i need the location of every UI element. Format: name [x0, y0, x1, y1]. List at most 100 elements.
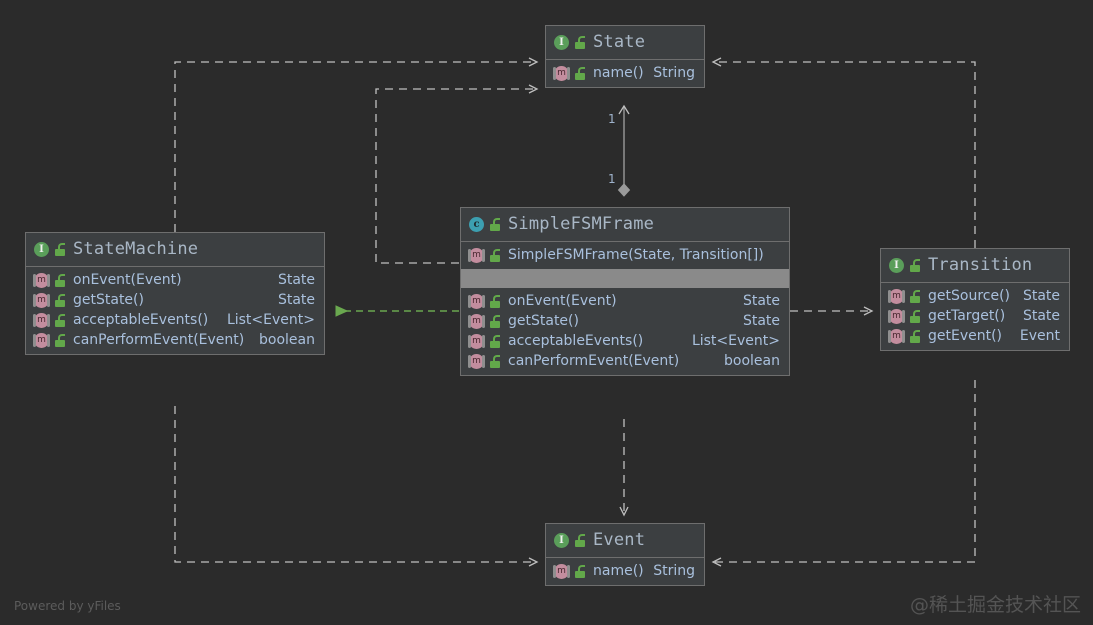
node-header-state: I State: [546, 26, 704, 60]
member-row[interactable]: m acceptableEvents() List<Event>: [461, 331, 789, 351]
unlocked-padlock-icon: [489, 217, 501, 231]
member-name: canPerformEvent(Event): [508, 353, 680, 369]
uml-node-simple-fsm-frame[interactable]: c SimpleFSMFrame m SimpleFSMFrame(State,…: [460, 207, 790, 376]
unlocked-padlock-icon: [909, 289, 921, 303]
member-name: acceptableEvents(): [73, 312, 209, 328]
method-icon: m: [33, 332, 50, 348]
member-type: String: [653, 65, 695, 81]
unlocked-padlock-icon: [489, 314, 501, 328]
member-type: State: [1022, 288, 1060, 304]
node-members-simple-fsm-frame: m onEvent(Event) State m getState() Stat…: [461, 288, 789, 375]
constructor-name: SimpleFSMFrame(State, Transition[]): [508, 247, 764, 263]
method-icon: m: [553, 65, 570, 81]
method-icon: m: [888, 328, 905, 344]
method-icon: m: [468, 313, 485, 329]
member-row[interactable]: m canPerformEvent(Event) boolean: [461, 351, 789, 371]
method-icon: m: [553, 563, 570, 579]
member-type: State: [742, 313, 780, 329]
member-name: acceptableEvents(): [508, 333, 644, 349]
interface-icon: I: [34, 241, 49, 257]
member-name: name(): [593, 563, 644, 579]
member-name: getSource(): [928, 288, 1010, 304]
unlocked-padlock-icon: [54, 273, 66, 287]
unlocked-padlock-icon: [489, 294, 501, 308]
member-type: State: [277, 292, 315, 308]
multiplicity-label-source: 1: [608, 172, 616, 186]
method-icon: m: [33, 292, 50, 308]
node-title-state: State: [593, 32, 646, 52]
watermark: @稀土掘金技术社区: [909, 594, 1081, 616]
member-row[interactable]: m name() String: [546, 561, 704, 581]
member-row[interactable]: m getState() State: [26, 290, 324, 310]
edge-dependency-transition-to-event: [711, 380, 976, 567]
member-row[interactable]: m getTarget() State: [881, 306, 1069, 326]
member-row[interactable]: m onEvent(Event) State: [461, 291, 789, 311]
node-title-transition: Transition: [928, 255, 1033, 275]
node-members-event: m name() String: [546, 558, 704, 585]
method-icon: m: [468, 333, 485, 349]
member-row[interactable]: m canPerformEvent(Event) boolean: [26, 330, 324, 350]
member-name: getState(): [73, 292, 144, 308]
member-row[interactable]: m getEvent() Event: [881, 326, 1069, 346]
unlocked-padlock-icon: [574, 564, 586, 578]
method-icon: m: [33, 272, 50, 288]
unlocked-padlock-icon: [909, 309, 921, 323]
member-name: getTarget(): [928, 308, 1006, 324]
method-icon: m: [468, 247, 485, 263]
node-members-state: m name() String: [546, 60, 704, 87]
unlocked-padlock-icon: [574, 35, 586, 49]
unlocked-padlock-icon: [489, 334, 501, 348]
member-type: String: [653, 563, 695, 579]
method-icon: m: [468, 353, 485, 369]
member-type: boolean: [259, 332, 315, 348]
member-row[interactable]: m onEvent(Event) State: [26, 270, 324, 290]
edge-dependency-statemachine-to-event: [174, 406, 539, 567]
node-header-transition: I Transition: [881, 249, 1069, 283]
member-type: State: [1022, 308, 1060, 324]
member-type: List<Event>: [691, 333, 780, 349]
node-title-event: Event: [593, 530, 646, 550]
method-icon: m: [888, 308, 905, 324]
unlocked-padlock-icon: [54, 293, 66, 307]
unlocked-padlock-icon: [54, 313, 66, 327]
node-title-state-machine: StateMachine: [73, 239, 199, 259]
uml-node-transition[interactable]: I Transition m getSource() State m getTa…: [880, 248, 1070, 351]
unlocked-padlock-icon: [489, 248, 501, 262]
member-name: getEvent(): [928, 328, 1003, 344]
member-name: onEvent(Event): [73, 272, 182, 288]
node-header-event: I Event: [546, 524, 704, 558]
member-name: canPerformEvent(Event): [73, 332, 245, 348]
class-icon: c: [469, 216, 484, 232]
unlocked-padlock-icon: [909, 258, 921, 272]
node-members-transition: m getSource() State m getTarget() State …: [881, 283, 1069, 350]
node-header-simple-fsm-frame: c SimpleFSMFrame: [461, 208, 789, 242]
member-row[interactable]: m getState() State: [461, 311, 789, 331]
node-members-state-machine: m onEvent(Event) State m getState() Stat…: [26, 267, 324, 354]
uml-node-state[interactable]: I State m name() String: [545, 25, 705, 88]
member-row[interactable]: m name() String: [546, 63, 704, 83]
unlocked-padlock-icon: [54, 333, 66, 347]
member-type: Event: [1019, 328, 1060, 344]
constructor-row[interactable]: m SimpleFSMFrame(State, Transition[]): [461, 245, 789, 265]
member-row[interactable]: m getSource() State: [881, 286, 1069, 306]
yfiles-credit: Powered by yFiles: [14, 599, 121, 613]
uml-node-event[interactable]: I Event m name() String: [545, 523, 705, 586]
member-name: name(): [593, 65, 644, 81]
method-icon: m: [468, 293, 485, 309]
method-icon: m: [888, 288, 905, 304]
member-name: onEvent(Event): [508, 293, 617, 309]
unlocked-padlock-icon: [909, 329, 921, 343]
section-separator-bar: [461, 269, 789, 288]
interface-icon: I: [889, 257, 904, 273]
uml-node-state-machine[interactable]: I StateMachine m onEvent(Event) State m …: [25, 232, 325, 355]
multiplicity-label-target: 1: [608, 112, 616, 126]
member-type: State: [742, 293, 780, 309]
method-icon: m: [33, 312, 50, 328]
member-row[interactable]: m acceptableEvents() List<Event>: [26, 310, 324, 330]
member-type: List<Event>: [226, 312, 315, 328]
unlocked-padlock-icon: [574, 66, 586, 80]
node-title-simple-fsm-frame: SimpleFSMFrame: [508, 214, 655, 234]
unlocked-padlock-icon: [54, 242, 66, 256]
member-name: getState(): [508, 313, 579, 329]
